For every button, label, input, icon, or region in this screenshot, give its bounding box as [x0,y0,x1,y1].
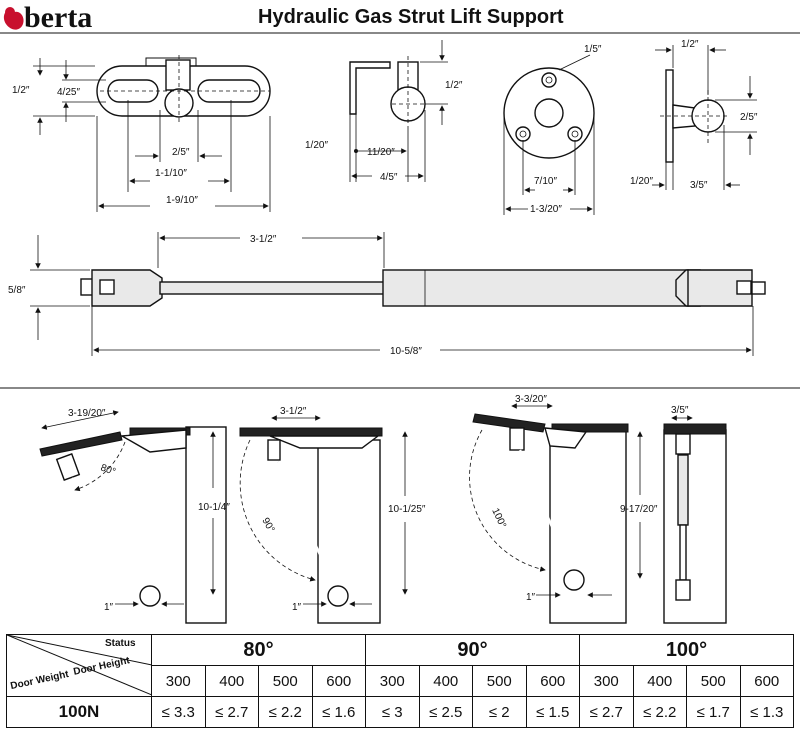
plate-diameter-label: 1-3/20″ [530,204,562,215]
weight-cell: ≤ 3.3 [151,696,206,728]
angle-header-90: 90° [365,634,580,666]
table-corner-cell: Status Door Height Door Weight [6,634,152,697]
angle-80-label: 80° [99,462,117,478]
brand-logo: berta [3,1,92,34]
angle-header-100: 100° [579,634,794,666]
weight-cell: ≤ 1.3 [739,696,794,728]
angle-90-label: 90° [259,516,276,535]
hole-diameter-label: 1/5″ [584,44,602,55]
page-title: Hydraulic Gas Strut Lift Support [258,6,564,28]
corner-status-label: Status [105,638,136,649]
height-cell: 600 [525,665,580,697]
height-cell: 500 [472,665,527,697]
install-100-offset-label: 3-3/20″ [515,394,547,405]
weight-cell: ≤ 2.7 [204,696,259,728]
plate-side-width-label: 1/2″ [681,39,699,50]
round-plate-view: 1/5″ 7/10″ 1-3/20″ [503,44,602,215]
angle-header-80: 80° [151,634,366,666]
weight-cell: ≤ 3 [365,696,420,728]
slot-width-label: 4/25″ [57,87,80,98]
height-cell: 400 [632,665,687,697]
plate-depth-label: 3/5″ [690,180,708,191]
height-cell: 400 [418,665,473,697]
table-row: 100N ≤ 3.3 ≤ 2.7 ≤ 2.2 ≤ 1.6 ≤ 3 ≤ 2.5 ≤… [6,696,794,728]
slot-span-label: 1-1/10″ [155,168,187,179]
plate-thickness-label: 1/20″ [630,176,653,187]
install-100-height-label: 9-17/20″ [620,504,658,515]
ball-diameter-label: 2/5″ [740,112,758,123]
height-cell: 400 [204,665,259,697]
front-width-label: 3/5″ [671,405,689,416]
side-offset-label: 11/20″ [367,147,395,158]
bracket-top-view: 1/2″ 4/25″ 2/5″ 1-1/10″ 1-9/10″ [12,55,271,212]
install-90-edge-label: 1″ [292,602,302,613]
height-cell: 500 [686,665,741,697]
height-cell: 600 [739,665,794,697]
install-80-offset-label: 3-19/20″ [68,408,106,419]
strut-diameter-label: 5/8″ [8,285,26,296]
weight-cell: ≤ 2.7 [579,696,634,728]
weight-cell: ≤ 1.7 [686,696,741,728]
weight-cell: ≤ 1.5 [525,696,580,728]
gas-strut-view: 3-1/2″ 5/8″ 10-5/8″ [8,232,766,357]
install-80-height-label: 10-1/4″ [198,502,230,513]
install-80-edge-label: 1″ [104,602,114,613]
side-thickness-label: 1/20″ [305,140,328,151]
force-cell: 100N [6,696,152,728]
weight-cell: ≤ 2.2 [632,696,687,728]
side-height-label: 1/2″ [445,80,463,91]
angle-100-label: 100° [489,507,508,530]
plate-side-view: 1/2″ 2/5″ 1/20″ 3/5″ [630,39,758,191]
weight-cell: ≤ 2.2 [258,696,313,728]
bracket-length-label: 1-9/10″ [166,195,198,206]
install-90-offset-label: 3-1/2″ [280,406,307,417]
installation-90-view: 90° 3-1/2″ 10-1/25″ 1″ [239,406,426,624]
bracket-side-view: 1/2″ 1/20″ 11/20″ 4/5″ [305,40,463,183]
install-90-height-label: 10-1/25″ [388,504,426,515]
weight-cell: ≤ 2.5 [418,696,473,728]
side-width-label: 4/5″ [380,172,398,183]
strut-stroke-label: 3-1/2″ [250,234,277,245]
bracket-height-label: 1/2″ [12,85,30,96]
strut-length-label: 10-5/8″ [390,346,422,357]
hole-spacing-label: 7/10″ [534,176,557,187]
height-cell: 300 [151,665,206,697]
brand-name: berta [24,1,92,34]
installation-front-view: 3/5″ [663,405,727,624]
height-cell: 600 [311,665,366,697]
installation-80-view: 80° 3-19/20″ 10-1/4″ 1″ [39,408,230,624]
spec-table: Status Door Height Door Weight 80° 90° 1… [6,634,794,728]
install-100-edge-label: 1″ [526,592,536,603]
height-cell: 300 [579,665,634,697]
installation-100-view: 100° 3-3/20″ 9-17/20″ 1″ [469,394,658,624]
weight-cell: ≤ 1.6 [311,696,366,728]
height-cell: 500 [258,665,313,697]
slot-gap-label: 2/5″ [172,147,190,158]
height-cell: 300 [365,665,420,697]
weight-cell: ≤ 2 [472,696,527,728]
